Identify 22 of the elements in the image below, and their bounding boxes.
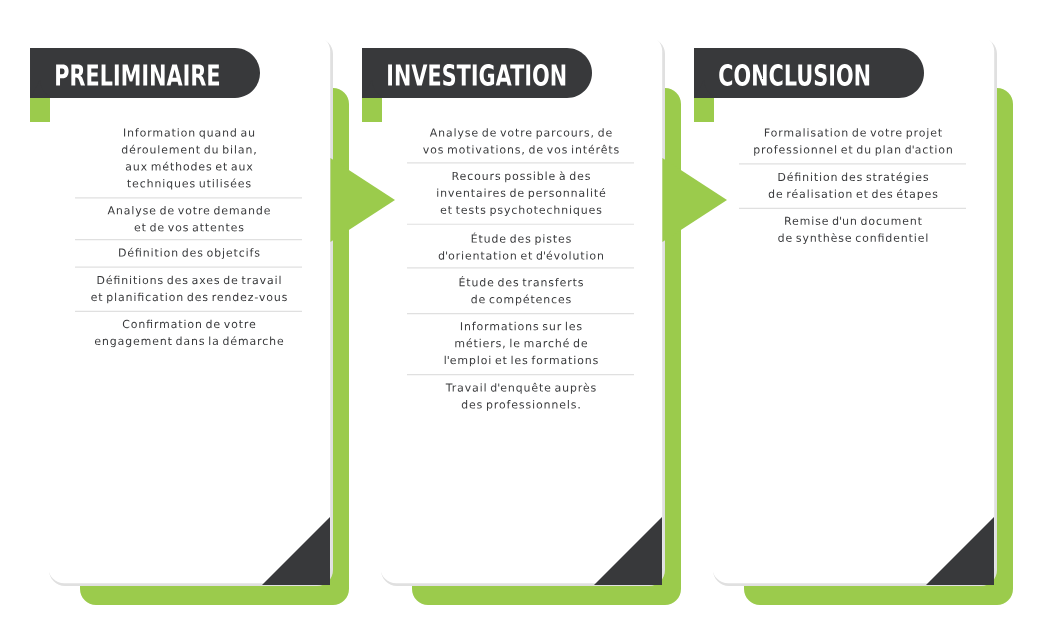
header-tab: INVESTIGATION xyxy=(362,48,592,98)
step-text: Recours possible à des inventaires de personnalité et tests psychotechniques xyxy=(437,171,606,217)
header-tab: CONCLUSION xyxy=(694,48,924,98)
card xyxy=(380,35,663,584)
arrow xyxy=(662,158,727,242)
step-text: Étude des pistes d'orientation et d'évolution xyxy=(438,232,603,260)
step-text: Confirmation de votre engagement dans la démarche xyxy=(94,319,284,348)
card xyxy=(48,35,331,584)
step-text: Analyse de votre demande et de vos attentes xyxy=(107,206,270,232)
step-text: Définitions des axes de travail et planification des rendez-vous xyxy=(91,275,287,304)
step-text: Information quand au déroulement du bilan, aux méthodes et aux techniques utilisées xyxy=(121,128,256,190)
step-text: Étude des transferts de compétences xyxy=(459,276,583,306)
step-text: Analyse de votre parcours, de vos motivations, de vos intérêts xyxy=(423,128,619,155)
arrow xyxy=(330,158,395,242)
step-text: Formalisation de votre projet professionnel et du plan d'action xyxy=(754,128,952,156)
step-text: Remise d'un document de synthèse confidentiel xyxy=(778,216,928,245)
header-tab: PRELIMINAIRE xyxy=(30,48,260,98)
step-text: Définition des objetcifs xyxy=(119,247,260,259)
step-text: Travail d'enquête auprès des professionnels. xyxy=(445,382,596,411)
card xyxy=(712,35,995,584)
step-text: Définition des stratégies de réalisation et des étapes xyxy=(768,172,938,201)
step-text: Informations sur les métiers, le marché de l'emploi et les formations xyxy=(444,321,598,367)
